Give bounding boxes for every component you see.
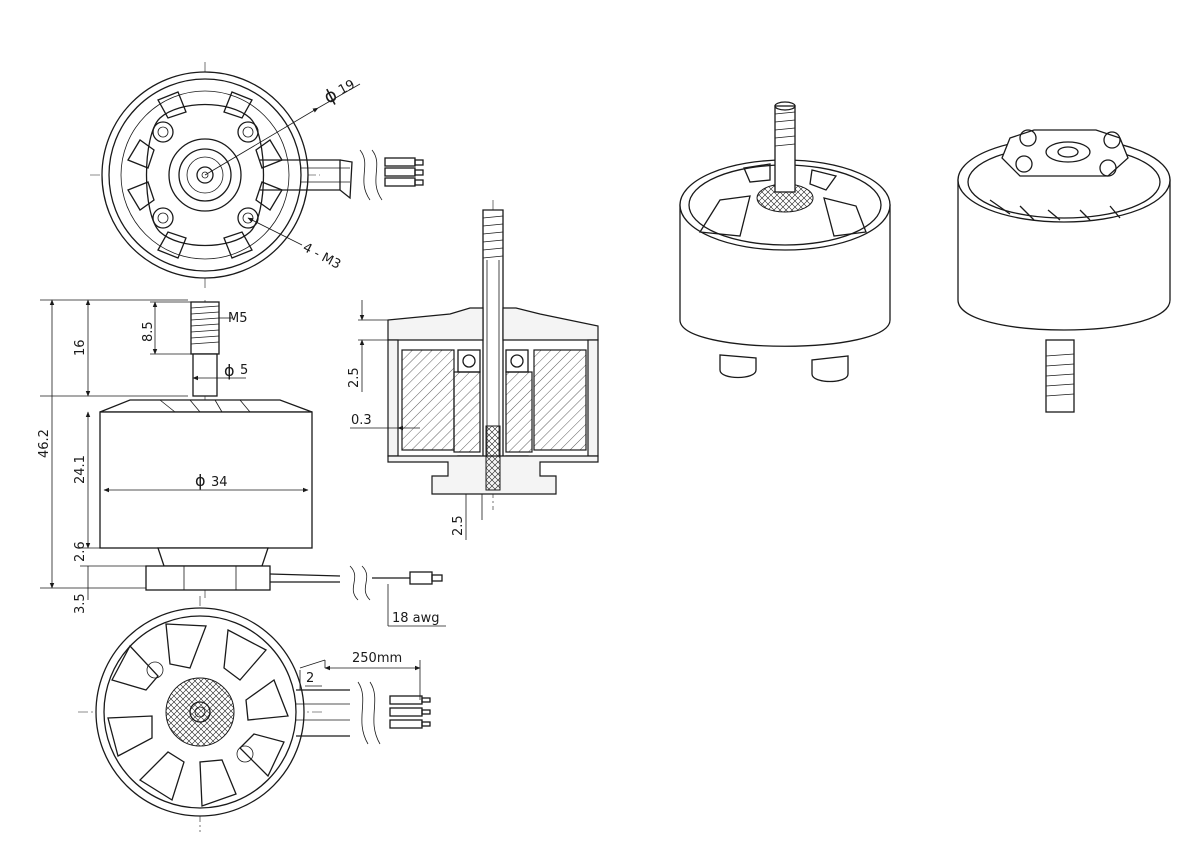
iso2-thread — [1045, 353, 1075, 397]
threaded-shaft — [190, 301, 220, 355]
dim-side-symbol-shaft: ϕ — [224, 361, 235, 380]
dim-shaft-length: 16 — [73, 339, 88, 356]
base-mount — [145, 565, 271, 591]
dim-overall-height: 46.2 — [37, 429, 52, 458]
knurled-hub — [165, 677, 235, 747]
dim-section-bottom: 2.5 — [451, 515, 466, 536]
dim-base-height: 3.5 — [73, 593, 88, 614]
top-wire-exit — [260, 149, 424, 201]
dim-thread: M5 — [228, 311, 248, 326]
section-view: 2.5 0.3 2.5 — [347, 200, 599, 540]
iso1-thread — [774, 111, 796, 147]
iso-view-shaft-up — [679, 101, 891, 383]
dim-thread-length: 8.5 — [141, 321, 156, 342]
bell-housing — [99, 411, 313, 549]
section-thread — [482, 215, 504, 259]
dim-lead-strip: 2 — [306, 671, 314, 686]
dim-airgap: 0.3 — [351, 413, 372, 428]
thread-lines — [190, 305, 220, 345]
stator-core-left — [401, 349, 455, 451]
dim-lead-length: 250mm — [352, 651, 402, 666]
dim-mount-holes: 4 - M3 — [300, 240, 343, 272]
dim-section-top: 2.5 — [347, 367, 362, 388]
dim-diameter-19: 19 — [336, 77, 358, 98]
dim-bell-diameter: 34 — [211, 475, 228, 490]
side-view: M5 8.5 16 ϕ 5 46.2 24.1 ϕ 34 2.6 3.5 18 … — [37, 299, 446, 627]
top-view: ϕ 19 4 - M3 — [90, 62, 424, 290]
dim-base-gap: 2.6 — [73, 541, 88, 562]
dim-wire-gauge: 18 awg — [392, 611, 440, 626]
bottom-spokes — [107, 623, 289, 807]
dim-side-symbol-bell: ϕ — [195, 471, 206, 490]
dim-shaft-diameter: 5 — [240, 363, 248, 378]
stator-core-right — [533, 349, 587, 451]
bottom-view: 250mm 2 — [78, 596, 431, 832]
iso-view-mount-up — [957, 129, 1171, 413]
dim-bell-height: 24.1 — [73, 455, 88, 484]
